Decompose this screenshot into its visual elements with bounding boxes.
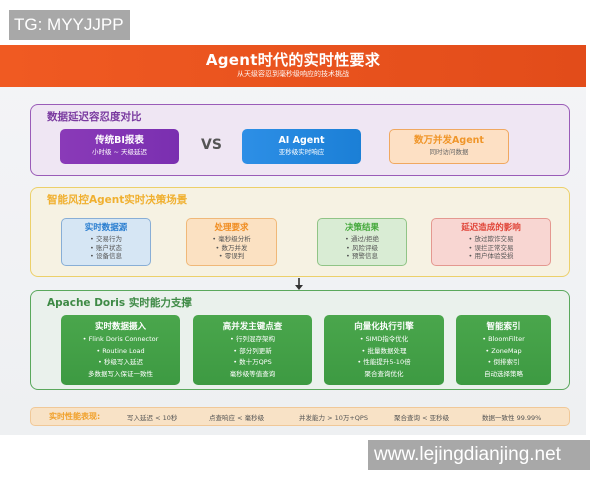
card-title: 延迟造成的影响 <box>461 223 521 233</box>
card-item: • 批量数据处理 <box>361 346 407 355</box>
smart-index-card: 智能索引 • BloomFilter • ZoneMap • 倒排索引 自动选择… <box>456 315 551 385</box>
card-item: • 毫秒级分析 <box>212 235 251 243</box>
infographic: Agent时代的实时性要求 从天级容忍到毫秒级响应的技术挑战 数据延迟容忍度对比… <box>0 45 586 435</box>
metric-write-latency: 写入延迟 < 10秒 <box>127 413 178 422</box>
card-title: 高并发主键点查 <box>222 322 283 332</box>
card-item: • 行列混存架构 <box>230 335 275 343</box>
traditional-bi-box: 传统BI报表 小时级 ~ 天级延迟 <box>60 129 179 164</box>
card-item: • 秒级写入延迟 <box>98 358 143 366</box>
box-title: 数万并发Agent <box>414 135 484 146</box>
card-item: • 通过/拒绝 <box>344 235 380 243</box>
section-title: Apache Doris 实时能力支撑 <box>47 297 192 309</box>
card-title: 向量化执行引擎 <box>354 322 414 332</box>
realtime-source-card: 实时数据源 • 交易行为 • 账户状态 • 设备信息 <box>61 218 151 266</box>
down-arrow-icon <box>295 278 303 290</box>
card-item: • 部分列更新 <box>233 346 272 355</box>
card-title: 智能索引 <box>486 322 521 332</box>
card-title: 处理要求 <box>214 223 249 233</box>
card-item: • 放过欺诈交易 <box>468 235 514 243</box>
section-title: 智能风控Agent实时决策场景 <box>47 194 188 206</box>
box-title: 传统BI报表 <box>95 135 144 146</box>
header-banner: Agent时代的实时性要求 从天级容忍到毫秒级响应的技术挑战 <box>0 45 586 87</box>
card-item: • Flink Doris Connector <box>82 335 159 343</box>
card-item: • 数十万QPS <box>233 358 272 366</box>
vs-label: VS <box>201 137 222 153</box>
box-subtitle: 亚秒级实时响应 <box>278 148 325 156</box>
box-subtitle: 同时访问数据 <box>429 148 469 156</box>
processing-requirements-card: 处理要求 • 毫秒级分析 • 数万并发 • 零误判 <box>186 218 277 266</box>
card-item: • ZoneMap <box>485 346 522 355</box>
card-item: • 设备信息 <box>90 252 122 260</box>
card-item: • SIMD指令优化 <box>359 335 409 343</box>
vectorized-engine-card: 向量化执行引擎 • SIMD指令优化 • 批量数据处理 • 性能提升5-10倍 … <box>324 315 444 385</box>
card-item: • 倒排索引 <box>487 358 520 366</box>
box-subtitle: 小时级 ~ 天级延迟 <box>91 148 148 156</box>
card-item: • 预警信息 <box>346 252 378 260</box>
section-title: 数据延迟容忍度对比 <box>47 111 142 123</box>
card-item: 毫秒级等值查询 <box>229 369 276 378</box>
card-title: 决策结果 <box>344 223 379 233</box>
card-item: • 零误判 <box>218 252 245 260</box>
card-item: • 账户状态 <box>90 243 122 252</box>
latency-comparison-section: 数据延迟容忍度对比 传统BI报表 小时级 ~ 天级延迟 VS AI Agent … <box>30 104 570 176</box>
realtime-ingestion-card: 实时数据摄入 • Flink Doris Connector • Routine… <box>61 315 180 385</box>
card-item: 聚合查询优化 <box>364 369 404 378</box>
card-item: • 性能提升5-10倍 <box>357 358 411 366</box>
card-item: • 误拦正常交易 <box>468 243 514 252</box>
performance-bar: 实时性能表现: 写入延迟 < 10秒 点查响应 < 毫秒级 并发能力 > 10万… <box>30 407 570 426</box>
metric-consistency: 数据一致性 99.99% <box>482 413 542 422</box>
card-item: • 用户体验受损 <box>468 252 514 260</box>
metric-aggregation: 聚合查询 < 亚秒级 <box>394 413 450 422</box>
card-item: 多数据写入保证一致性 <box>88 369 153 378</box>
metric-point-query: 点查响应 < 毫秒级 <box>209 413 265 422</box>
watermark-bottom-right: www.lejingdianjing.net <box>368 440 590 470</box>
card-item: • BloomFilter <box>482 335 525 343</box>
card-title: 实时数据摄入 <box>94 322 146 332</box>
latency-impact-card: 延迟造成的影响 • 放过欺诈交易 • 误拦正常交易 • 用户体验受损 <box>431 218 551 266</box>
doris-capabilities-section: Apache Doris 实时能力支撑 实时数据摄入 • Flink Doris… <box>30 290 570 390</box>
ai-agent-box: AI Agent 亚秒级实时响应 <box>242 129 361 164</box>
page-title: Agent时代的实时性要求 <box>205 51 381 69</box>
card-item: • Routine Load <box>96 346 145 355</box>
metric-concurrency: 并发能力 > 10万+QPS <box>299 413 368 422</box>
box-title: AI Agent <box>278 135 325 146</box>
concurrent-agents-box: 数万并发Agent 同时访问数据 <box>389 129 509 164</box>
card-item: 自动选择策略 <box>484 369 523 378</box>
risk-control-scenario-section: 智能风控Agent实时决策场景 实时数据源 • 交易行为 • 账户状态 • 设备… <box>30 187 570 277</box>
card-item: • 交易行为 <box>90 235 122 243</box>
card-item: • 风险评级 <box>346 243 378 252</box>
card-item: • 数万并发 <box>215 243 248 252</box>
watermark-top-left: TG: MYYJJPP <box>9 10 130 40</box>
page-subtitle: 从天级容忍到毫秒级响应的技术挑战 <box>237 70 349 78</box>
performance-label: 实时性能表现: <box>49 412 101 421</box>
decision-result-card: 决策结果 • 通过/拒绝 • 风险评级 • 预警信息 <box>317 218 407 266</box>
card-title: 实时数据源 <box>84 223 128 233</box>
point-query-card: 高并发主键点查 • 行列混存架构 • 部分列更新 • 数十万QPS 毫秒级等值查… <box>193 315 312 385</box>
